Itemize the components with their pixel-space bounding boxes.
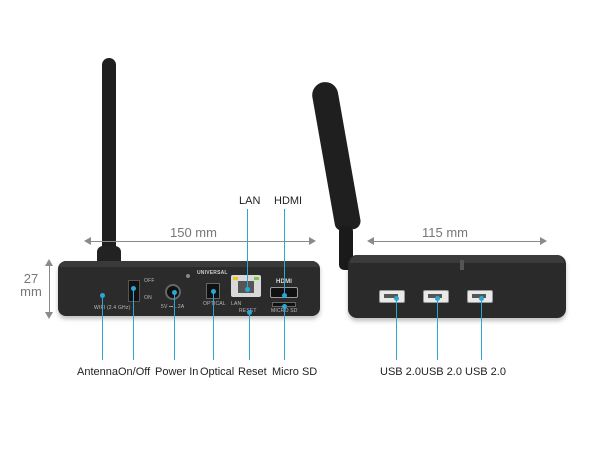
leader-microsd (284, 306, 285, 360)
power-switch (128, 280, 140, 302)
dot-reset (247, 310, 252, 315)
label-reset: Reset (238, 366, 267, 378)
label-onoff: On/Off (118, 366, 151, 378)
label-microsd: Micro SD (272, 366, 318, 378)
depth-arrow-right (540, 237, 547, 245)
width-label: 150 mm (166, 226, 221, 240)
height-arrow-top (45, 259, 53, 266)
lan-text: LAN (231, 301, 242, 307)
dot-usb-2 (435, 296, 440, 301)
side-box-body (348, 255, 566, 318)
label-antenna: Antenna (77, 366, 118, 378)
dot-optical (211, 289, 216, 294)
depth-arrow-left (367, 237, 374, 245)
height-unit: mm (20, 284, 42, 299)
label-powerin: Power In (155, 366, 199, 378)
width-arrow-right (309, 237, 316, 245)
label-lan: LAN (239, 195, 261, 207)
leader-onoff (133, 288, 134, 360)
optical-text: OPTICAL (203, 301, 226, 307)
lan-port (231, 275, 261, 297)
dot-lan (245, 287, 250, 292)
label-optical: Optical (200, 366, 235, 378)
height-dimension-line (49, 264, 50, 314)
leader-usb-3 (481, 298, 482, 360)
side-antenna (310, 80, 362, 233)
depth-dimension-line (372, 241, 542, 242)
dot-usb-1 (394, 296, 399, 301)
front-box-body: WIFI (2.4 GHz) OFF ON 5V ⎓1.2A UNIVERSAL… (58, 261, 320, 316)
label-usb-1: USB 2.0 (380, 366, 421, 378)
height-label: 27 mm (16, 272, 46, 298)
leader-antenna (102, 295, 103, 360)
label-hdmi: HDMI (274, 195, 303, 207)
on-text: ON (144, 295, 152, 301)
screw (186, 274, 190, 278)
dot-antenna (100, 293, 105, 298)
leader-powerin (174, 292, 175, 360)
leader-lan (247, 209, 248, 289)
dot-usb-3 (479, 296, 484, 301)
height-value: 27 (23, 271, 39, 286)
leader-hdmi (284, 209, 285, 295)
leader-reset (249, 312, 250, 360)
dot-hdmi (282, 293, 287, 298)
depth-label: 115 mm (418, 226, 472, 240)
width-dimension-line (88, 241, 310, 242)
dot-powerin (172, 290, 177, 295)
power-text: 5V ⎓1.2A (161, 304, 185, 310)
leader-optical (213, 291, 214, 360)
dot-onoff (131, 286, 136, 291)
leader-usb-2 (437, 298, 438, 360)
side-vent (460, 260, 464, 270)
brand-text: UNIVERSAL (197, 270, 228, 276)
width-arrow-left (84, 237, 91, 245)
leader-usb-1 (396, 298, 397, 360)
wifi-text: WIFI (2.4 GHz) (94, 305, 131, 311)
label-usb-2: USB 2.0 (421, 366, 462, 378)
height-arrow-bottom (45, 312, 53, 319)
usb-port-1 (379, 290, 405, 303)
hdmi-text: HDMI (276, 279, 293, 285)
antenna (102, 58, 116, 272)
dot-microsd (282, 304, 287, 309)
off-text: OFF (144, 278, 155, 284)
label-usb-3: USB 2.0 (465, 366, 506, 378)
